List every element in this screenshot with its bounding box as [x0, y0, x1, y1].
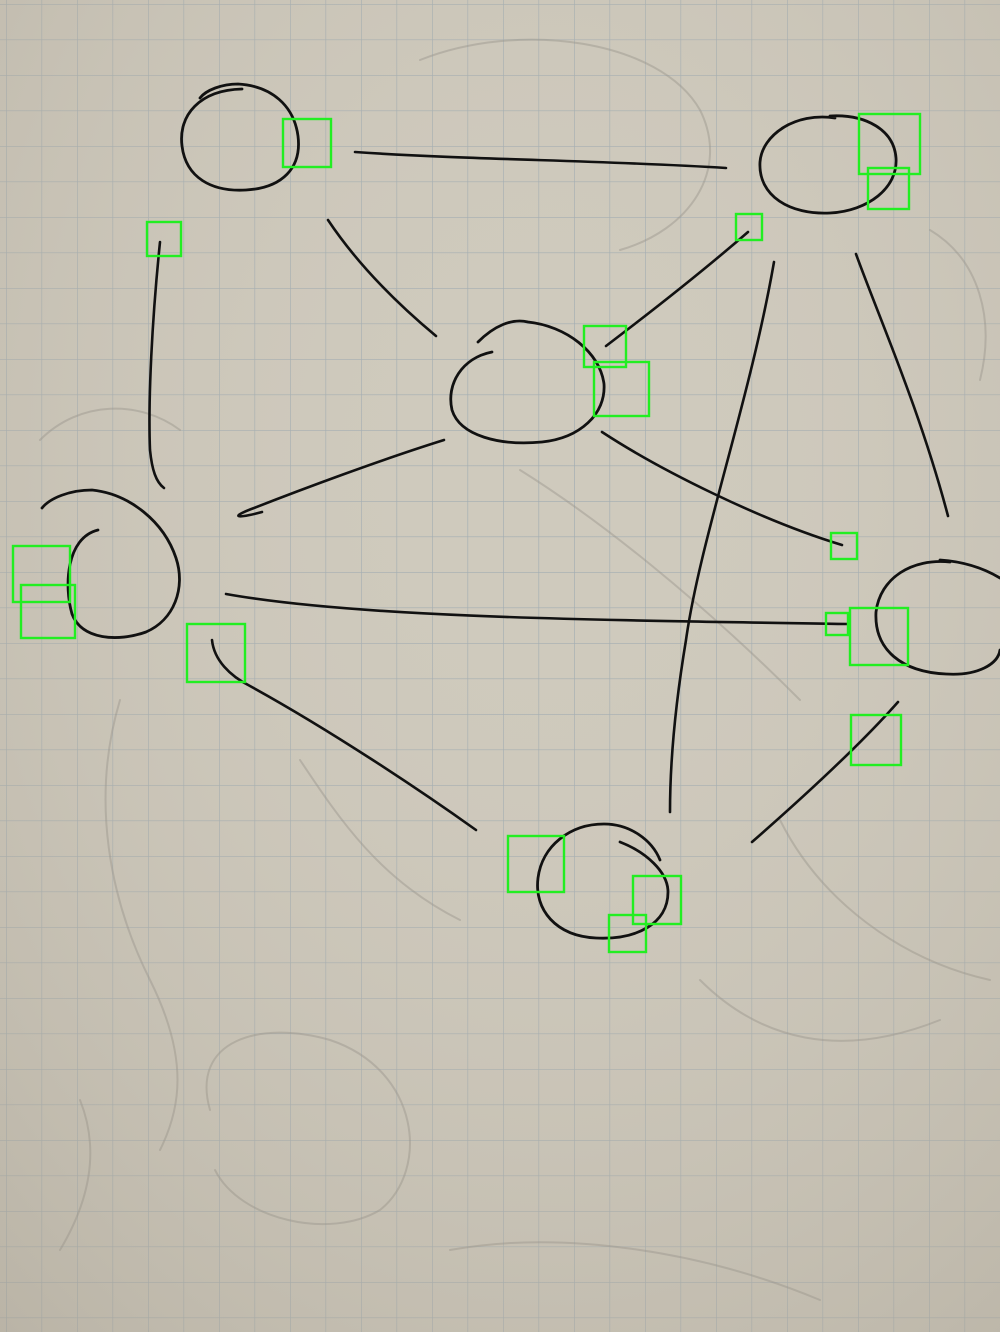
detection-box	[11, 544, 72, 604]
detection-box	[829, 531, 859, 561]
detection-box	[631, 874, 683, 926]
edge-center-left	[237, 438, 446, 518]
node-left	[40, 488, 181, 639]
detection-box	[281, 117, 333, 169]
detection-box	[145, 220, 183, 258]
edge-center-right	[600, 430, 844, 547]
edge-right-bottom	[750, 700, 900, 844]
edge-left-bottom	[210, 638, 478, 832]
detection-box	[19, 583, 77, 640]
detection-box	[592, 360, 651, 418]
detection-boxes	[11, 112, 922, 954]
detection-box	[734, 212, 764, 242]
node-top-right	[758, 114, 898, 215]
detection-box	[824, 611, 850, 637]
detection-box	[607, 913, 648, 954]
detection-box	[582, 324, 628, 369]
graph-nodes	[40, 82, 1000, 940]
edge-topright-bottom	[668, 260, 776, 814]
detection-box	[857, 112, 922, 176]
edge-left-right	[224, 592, 850, 626]
detection-box	[849, 713, 903, 767]
node-right	[874, 560, 1000, 676]
node-right-arc	[938, 558, 1000, 580]
node-bottom	[536, 822, 670, 940]
edge-topleft-center	[326, 218, 438, 338]
faint-pencil-marks	[39, 38, 991, 1301]
graph-edges	[148, 150, 950, 844]
node-top-left	[180, 82, 300, 192]
edge-topleft-topright	[353, 150, 728, 170]
edge-topright-right	[854, 252, 950, 518]
detection-box	[185, 622, 247, 684]
edge-topleft-left	[148, 240, 166, 490]
detection-box	[848, 606, 910, 667]
detection-box	[866, 166, 911, 211]
node-center	[449, 319, 606, 445]
detection-box	[506, 834, 566, 894]
